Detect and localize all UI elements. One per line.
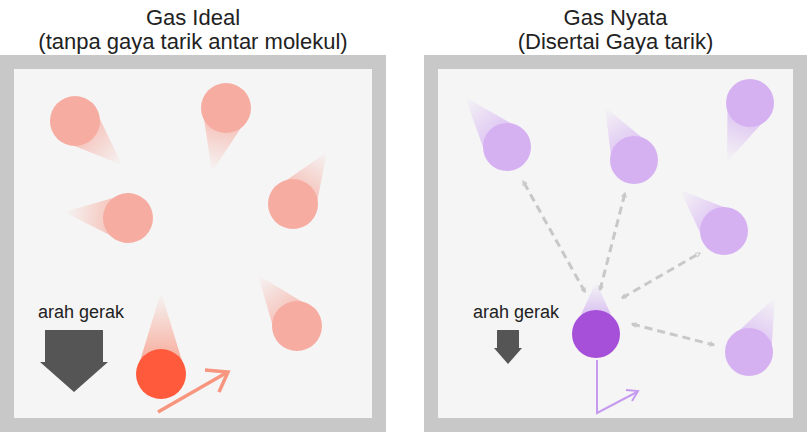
velocity-arrow <box>597 360 637 413</box>
panel-subtitle: (Disertai Gaya tarik) <box>398 30 809 54</box>
molecule <box>272 301 322 351</box>
velocity-arrowhead <box>205 370 228 392</box>
molecule <box>726 79 774 127</box>
velocity-arrowhead <box>626 390 638 401</box>
molecule <box>483 123 531 171</box>
molecule <box>201 83 251 133</box>
molecule <box>136 349 186 399</box>
panel-ground <box>438 69 793 418</box>
panel-title: Gas Ideal <box>0 6 412 30</box>
molecule <box>572 310 620 358</box>
direction-arrow <box>494 330 522 364</box>
molecules <box>50 79 774 399</box>
velocity-arrow <box>158 373 226 412</box>
direction-arrow <box>40 330 108 392</box>
panel-subtitle: (tanpa gaya tarik antar molekul) <box>0 30 412 54</box>
molecule <box>103 193 153 243</box>
molecule <box>50 96 100 146</box>
direction-label: arah gerak <box>473 302 559 322</box>
molecule <box>268 179 318 229</box>
molecule <box>610 136 658 184</box>
panel-ground <box>14 69 372 418</box>
panel-title: Gas Nyata <box>398 6 809 30</box>
direction-label: arah gerak <box>38 302 124 322</box>
gas-container: Gas Nyata(Disertai Gaya tarik) <box>424 55 807 432</box>
molecule-trails <box>58 94 775 374</box>
gas-container: Gas Ideal(tanpa gaya tarik antar molekul… <box>0 55 386 432</box>
molecule <box>725 328 773 376</box>
molecule <box>700 207 748 255</box>
